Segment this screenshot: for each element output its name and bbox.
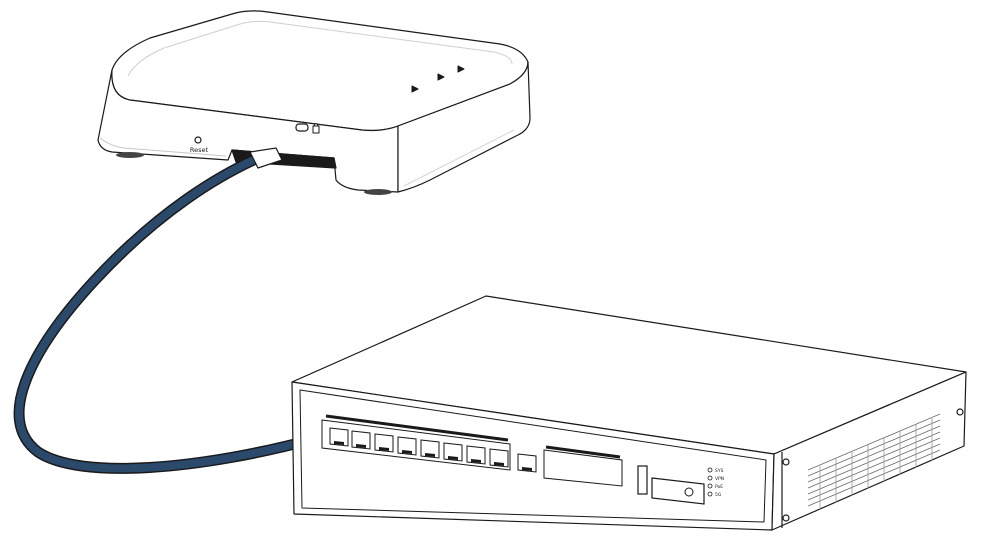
network-cable bbox=[13, 147, 339, 474]
ethernet-port[interactable] bbox=[517, 453, 537, 473]
access-point bbox=[97, 10, 531, 195]
ethernet-port[interactable] bbox=[374, 433, 394, 453]
status-led-icon bbox=[707, 483, 713, 489]
ethernet-port[interactable] bbox=[351, 430, 371, 450]
combo-port-group bbox=[543, 445, 623, 487]
lock-slot-icon bbox=[295, 123, 309, 132]
ethernet-port[interactable] bbox=[329, 427, 349, 447]
reset-hole-icon[interactable] bbox=[194, 136, 202, 144]
status-leds: SYS VPN PoE 5G bbox=[707, 467, 724, 498]
gateway-device bbox=[291, 295, 967, 531]
status-led-icon bbox=[707, 467, 713, 473]
card-slot[interactable] bbox=[651, 477, 705, 505]
ethernet-port[interactable] bbox=[397, 436, 417, 456]
status-led-label: VPN bbox=[715, 476, 724, 482]
status-led-icon bbox=[707, 491, 713, 497]
status-led-label: 5G bbox=[715, 492, 722, 498]
side-vent bbox=[807, 413, 941, 510]
ear-screw-icon bbox=[782, 458, 790, 466]
status-led-label: SYS bbox=[715, 468, 724, 474]
ear-screw-icon bbox=[782, 514, 790, 522]
card-slot-screw-icon bbox=[684, 487, 694, 497]
usb-port[interactable] bbox=[637, 465, 648, 495]
cable-connector-top bbox=[249, 147, 283, 169]
side-screw-icon bbox=[956, 408, 964, 416]
status-led-label: PoE bbox=[715, 484, 723, 490]
ethernet-port[interactable] bbox=[420, 439, 440, 459]
status-led-icon bbox=[707, 475, 713, 481]
lock-icon bbox=[312, 123, 320, 134]
reset-label: Reset bbox=[190, 146, 209, 154]
ethernet-port[interactable] bbox=[466, 445, 486, 465]
ap-status-indicators bbox=[411, 65, 465, 93]
ethernet-port[interactable] bbox=[443, 442, 463, 462]
ethernet-port[interactable] bbox=[489, 448, 509, 468]
